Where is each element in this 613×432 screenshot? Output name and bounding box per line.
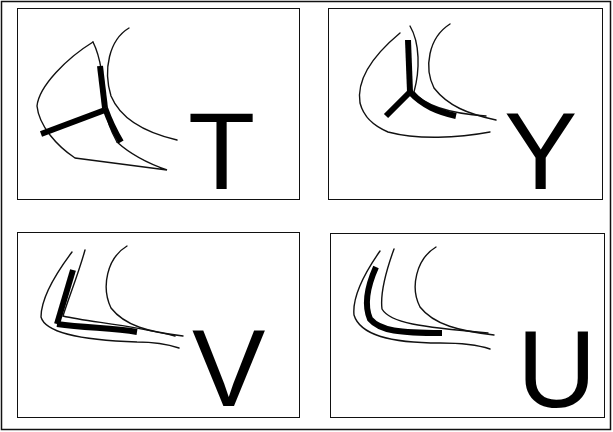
thick-branch: [105, 108, 121, 142]
thick-arm: [57, 270, 73, 324]
y-sketch: [359, 24, 496, 137]
shape-letter: V: [192, 321, 265, 415]
shape-letter: Y: [504, 104, 577, 198]
arc-line: [108, 28, 177, 140]
thick-bar: [41, 110, 105, 134]
v-sketch: [41, 246, 183, 348]
letter-panel: T: [17, 8, 300, 200]
outline: [37, 42, 167, 170]
shape-letter: U: [517, 322, 596, 416]
letter-panel: V: [17, 232, 300, 418]
thick-branch: [410, 92, 456, 116]
letter-panel: Y: [328, 8, 603, 200]
thick-stem: [100, 66, 105, 108]
letter-panel: U: [330, 233, 605, 418]
arc-line: [429, 24, 496, 120]
t-sketch: [37, 28, 177, 170]
arc-line: [106, 246, 183, 336]
u-sketch: [354, 247, 494, 349]
outline: [359, 33, 490, 137]
shape-letter: T: [188, 104, 255, 198]
wall-line: [63, 250, 175, 336]
thick-arm: [57, 324, 137, 332]
wall-line: [410, 26, 486, 116]
thick-branch: [386, 92, 410, 116]
thick-stem: [408, 40, 410, 92]
thick-curve: [367, 267, 442, 333]
arc-line: [415, 247, 494, 335]
outline: [354, 251, 490, 349]
